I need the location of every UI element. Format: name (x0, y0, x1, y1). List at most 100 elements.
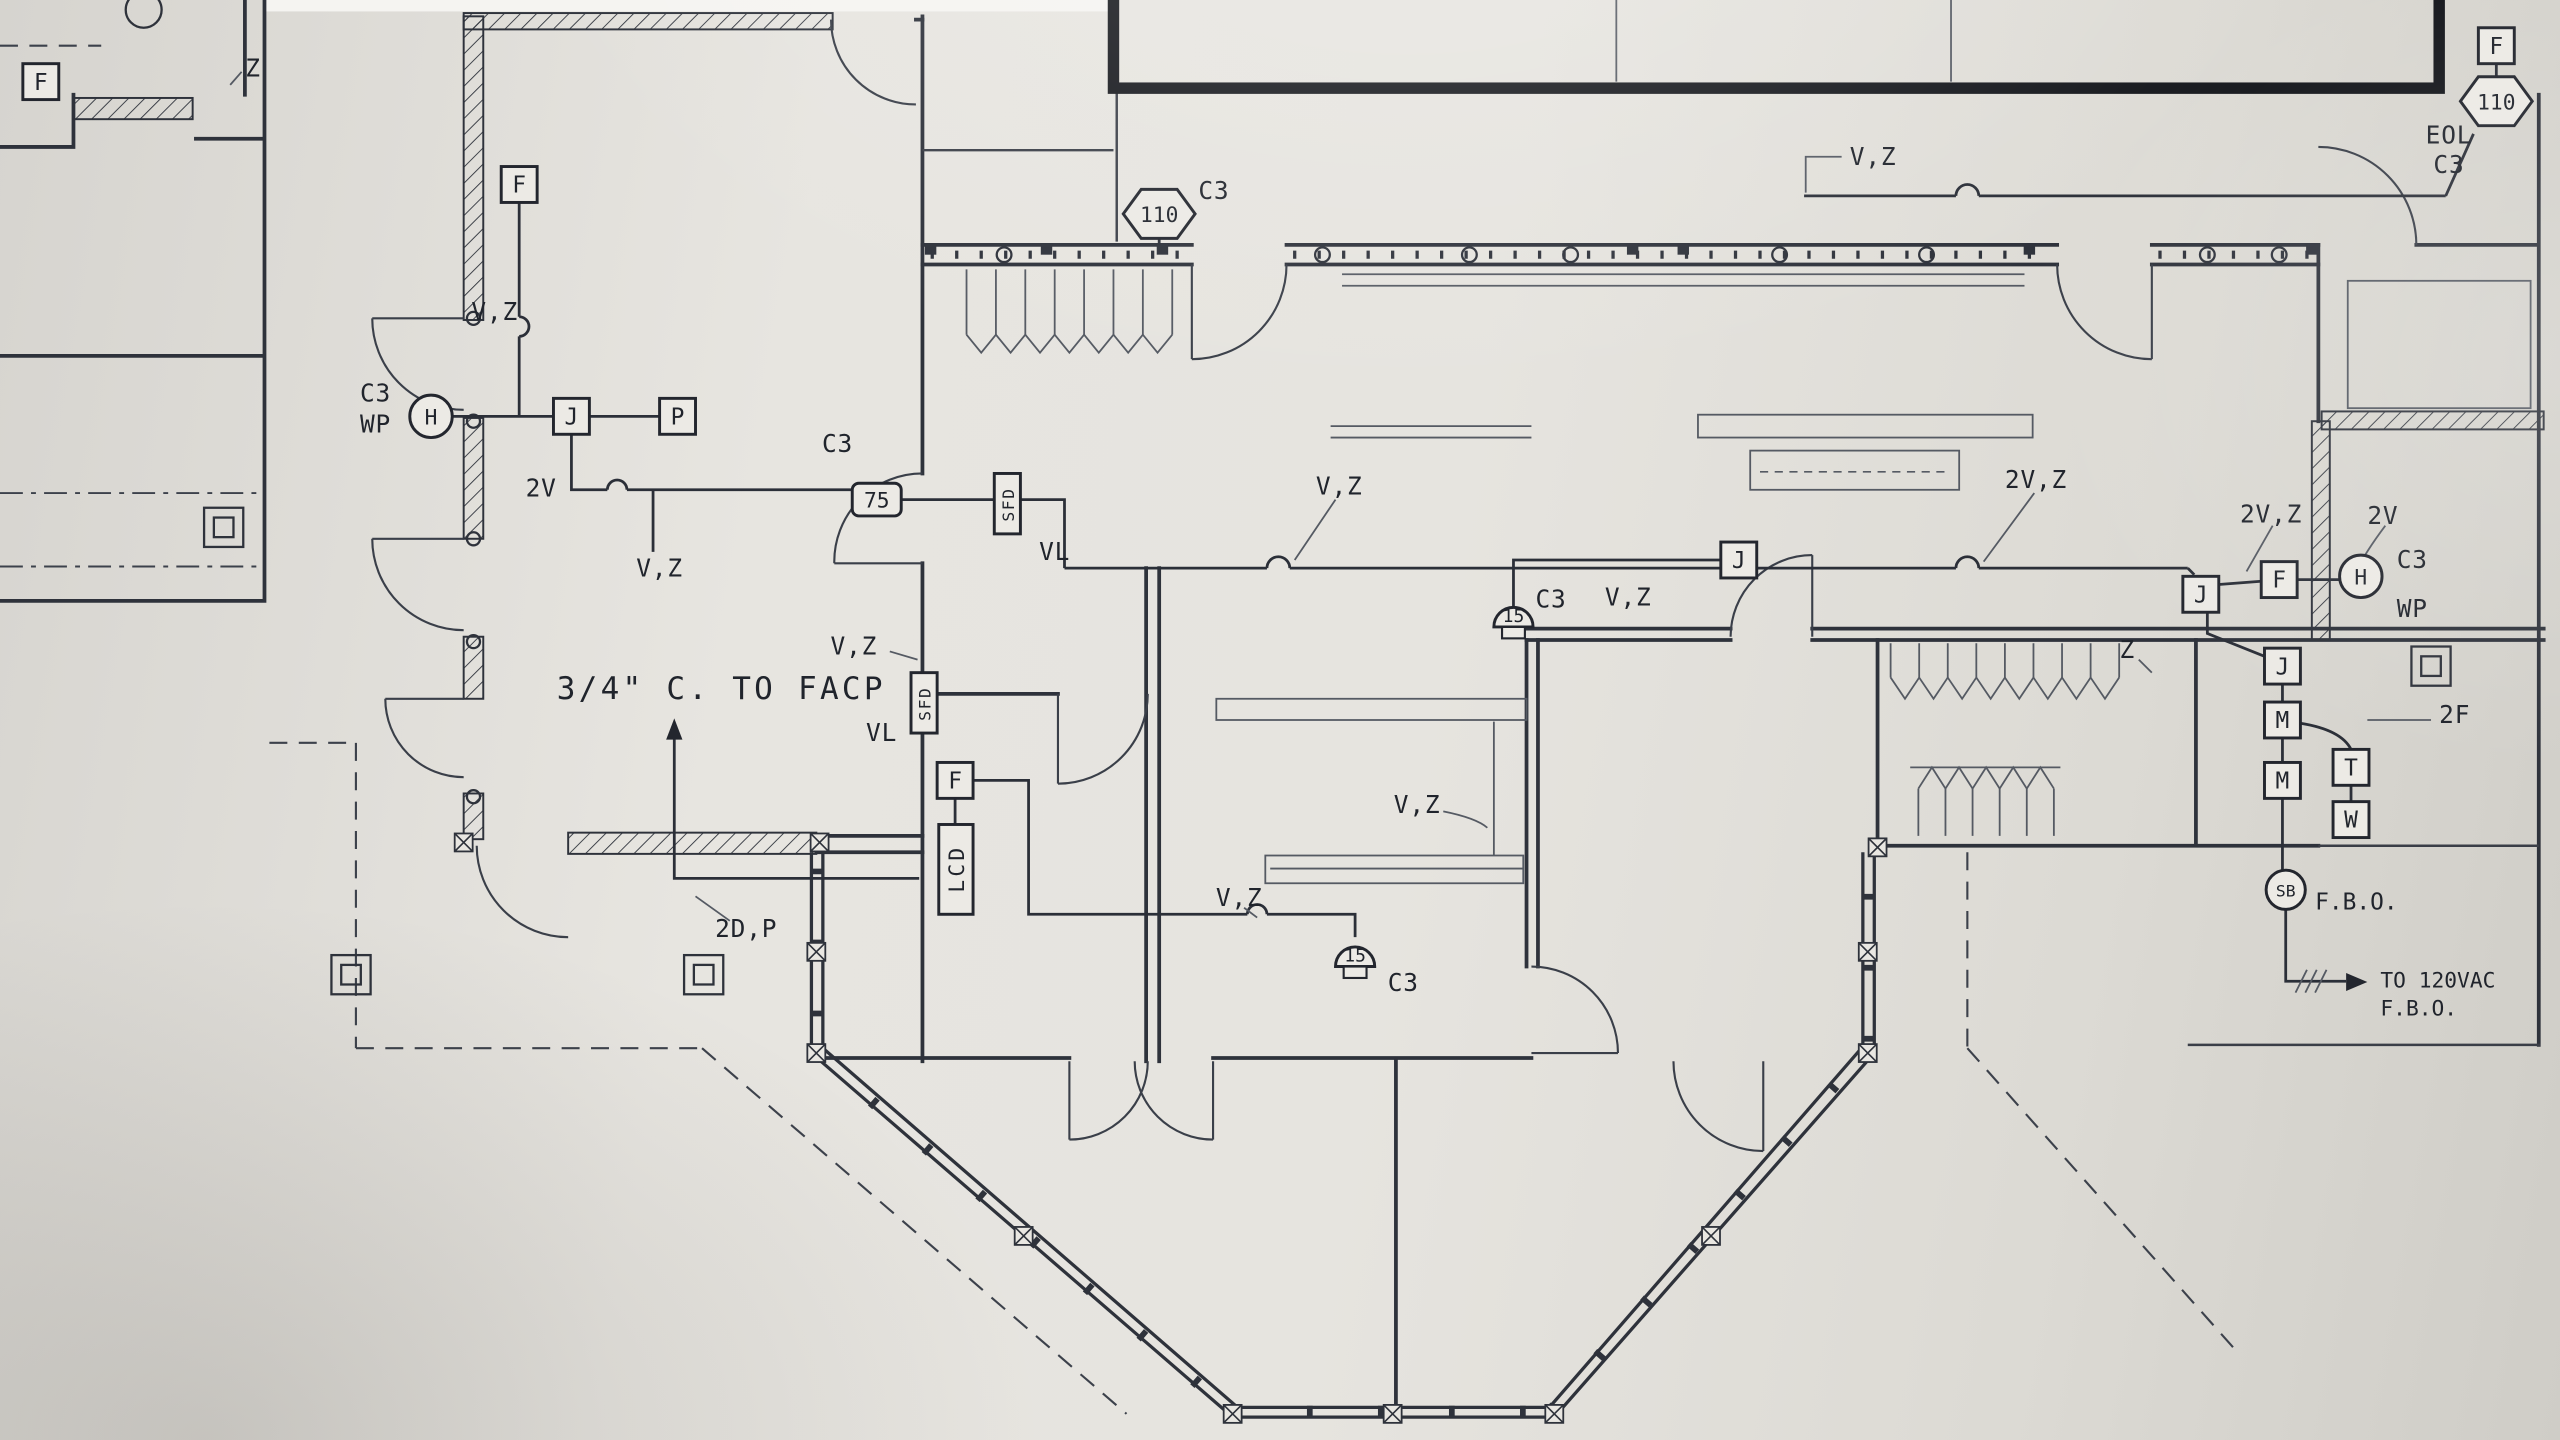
wall-markers (465, 243, 2318, 805)
svg-text:LCD: LCD (945, 845, 970, 893)
svg-text:F: F (2489, 34, 2503, 60)
pull-station-F-4: F (2259, 560, 2299, 600)
label-2dp: 2D,P (715, 914, 777, 943)
svg-text:110: 110 (2477, 90, 2515, 115)
label-c3-right: C3 (2397, 545, 2428, 574)
svg-text:F: F (34, 70, 48, 96)
label-vz-2: V,Z (636, 553, 683, 582)
label-2vz-1: 2V,Z (2005, 465, 2067, 494)
device-P-box: P (658, 396, 697, 436)
svg-text:75: 75 (864, 489, 890, 514)
svg-text:15: 15 (1344, 946, 1366, 967)
paper-edge-highlight (264, 0, 1114, 12)
svg-text:M: M (2276, 769, 2290, 795)
label-vz-top: V,Z (1850, 142, 1897, 171)
svg-text:SFD: SFD (999, 487, 1018, 521)
hatched-walls (72, 12, 2545, 855)
pull-station-F-5: F (2476, 26, 2516, 66)
label-z-right: Z (2120, 635, 2136, 664)
pull-station-F-3: F (935, 760, 975, 800)
label-to-120vac: TO 120VAC (2380, 969, 2495, 994)
pool-outline (1107, 0, 2445, 94)
floor-outlet-1 (202, 506, 245, 549)
label-facp-note: 3/4" C. TO FACP (557, 671, 886, 707)
fire-alarm-devices: F F F F F J J J J P H H 110 110 75 15 15… (21, 26, 2535, 996)
annotations: Z C3 WP V,Z 2V V,Z C3 VL VL 3/4" C. TO F… (245, 54, 2495, 1022)
junction-box-J-1: J (552, 396, 591, 436)
svg-text:15: 15 (1503, 606, 1525, 627)
floor-outlet-3 (682, 953, 725, 996)
label-vz-4: V,Z (1605, 583, 1652, 612)
bay-window-walls (453, 832, 1888, 1424)
svg-text:J: J (2194, 582, 2208, 608)
strobe-75cd: 75 (850, 481, 903, 518)
label-c3-left: C3 (360, 379, 391, 408)
label-z-top-left: Z (245, 54, 261, 83)
speaker-strobe-15cd-1: 15 (1492, 605, 1535, 640)
svg-text:M: M (2276, 708, 2290, 734)
label-wp-left: WP (360, 410, 391, 439)
smoke-fire-damper-SFD-1: SFD (992, 472, 1022, 536)
svg-text:J: J (1732, 548, 1746, 574)
smoke-fire-damper-SFD-2: SFD (909, 671, 939, 735)
closets-and-counters (965, 269, 2532, 885)
svg-text:F: F (948, 769, 962, 795)
door-swings (371, 19, 2418, 1153)
signal-bell-SB: SB (2264, 868, 2307, 911)
junction-box-J-4: J (2263, 646, 2302, 686)
junction-box-J-3: J (2181, 574, 2221, 614)
monitor-module-M-2: M (2263, 760, 2302, 800)
label-c3-75: C3 (822, 429, 853, 458)
svg-text:F: F (512, 173, 526, 199)
label-2f: 2F (2439, 700, 2470, 729)
svg-text:SB: SB (2276, 881, 2296, 900)
svg-text:J: J (565, 404, 579, 430)
svg-text:T: T (2344, 756, 2358, 782)
svg-text:110: 110 (1140, 203, 1178, 228)
floor-outlet-4 (2410, 645, 2452, 687)
label-2vz-2: 2V,Z (2240, 499, 2302, 528)
label-leaders (229, 71, 2432, 922)
speaker-strobe-15cd-2: 15 (1334, 945, 1377, 980)
label-fbo: F.B.O. (2315, 889, 2398, 915)
pull-station-F-2: F (499, 165, 539, 204)
label-vz-7: V,Z (1216, 883, 1263, 912)
fire-alarm-wiring (450, 63, 2498, 994)
label-fbo-2: F.B.O. (2380, 997, 2457, 1022)
walls (0, 0, 2546, 1416)
svg-text:H: H (2354, 565, 2367, 590)
label-c3-mid: C3 (1535, 584, 1566, 613)
label-eol: EOL (2426, 121, 2473, 150)
label-2v-left: 2V (526, 473, 557, 502)
label-wp-right: WP (2397, 594, 2428, 623)
label-vz-1: V,Z (471, 297, 518, 326)
lcd-annunciator: LCD (937, 823, 975, 916)
horn-H-2: H (2338, 553, 2384, 600)
horn-H-1: H (408, 393, 454, 440)
svg-text:SFD: SFD (916, 686, 935, 720)
label-vz-5: V,Z (831, 632, 878, 661)
label-2v-right: 2V (2367, 501, 2398, 530)
label-vz-6: V,Z (1394, 790, 1441, 819)
tamper-switch-T: T (2331, 747, 2371, 787)
junction-box-J-2: J (1719, 540, 1759, 580)
svg-text:J: J (2276, 654, 2290, 680)
svg-text:P: P (671, 404, 685, 430)
label-c3-hex-center: C3 (1198, 176, 1229, 205)
label-vl-2: VL (866, 718, 897, 747)
label-vl-1: VL (1039, 537, 1070, 566)
label-c3-eol: C3 (2433, 150, 2464, 179)
strobe-110cd-hex-2: 110 (2458, 75, 2535, 128)
pull-station-F-1: F (21, 62, 61, 102)
label-c3-15: C3 (1388, 968, 1419, 997)
label-vz-3: V,Z (1316, 472, 1363, 501)
strobe-110cd-hex-1: 110 (1121, 187, 1197, 240)
floor-outlet-2 (330, 953, 372, 996)
waterflow-switch-W: W (2331, 800, 2371, 840)
dashed-lines (0, 44, 2241, 1415)
svg-text:H: H (425, 405, 438, 430)
svg-text:F: F (2272, 568, 2286, 594)
monitor-module-M-1: M (2263, 700, 2302, 740)
